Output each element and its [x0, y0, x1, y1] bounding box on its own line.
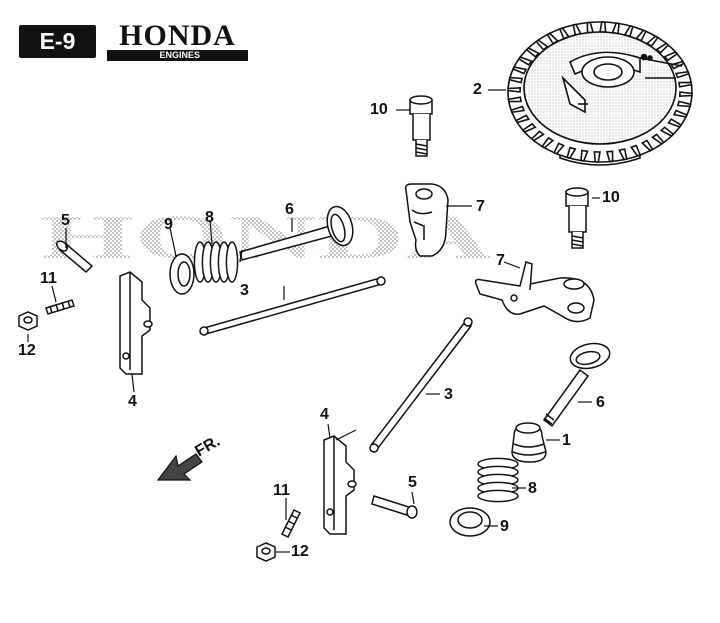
gear-tooth: [676, 100, 692, 108]
section-code-badge: E-9: [19, 25, 96, 58]
gear-tooth: [593, 151, 601, 163]
pivot-pin-lower: [371, 495, 418, 519]
callout-10-upper: 10: [370, 101, 388, 118]
gear-tooth: [618, 148, 628, 161]
gear-tooth: [640, 139, 654, 152]
callout-9-lower: 9: [500, 518, 509, 535]
spring-retainer-lower: [449, 507, 491, 537]
callout-4-upper: 4: [128, 393, 137, 410]
gear-tooth: [552, 142, 566, 155]
gear-tooth: [508, 76, 524, 84]
push-rod-lower: [369, 317, 473, 453]
gear-tooth: [541, 136, 555, 149]
callout-10-right: 10: [602, 189, 620, 206]
callout-11-upper: 11: [40, 270, 57, 287]
callout-11-lower: 11: [273, 482, 290, 499]
gear-tooth: [507, 86, 522, 93]
brand-logo: HONDA ENGINES: [107, 19, 248, 61]
gear-tooth: [675, 70, 690, 79]
spring-coil: [225, 241, 239, 283]
gear-tooth: [659, 126, 675, 137]
callout-6-upper: 6: [285, 201, 294, 218]
bolt-upper: [409, 95, 433, 157]
gear-tooth: [651, 133, 665, 145]
gear-tooth: [507, 96, 522, 103]
gear-tooth: [525, 47, 541, 58]
callout-9-upper: 9: [164, 216, 173, 233]
valve-spring-upper: [193, 241, 239, 283]
gear-tooth: [678, 91, 693, 98]
rocker-plate-lower: [323, 435, 357, 535]
callout-6-lower: 6: [596, 394, 605, 411]
valve-lower: [542, 342, 611, 428]
callout-2: 2: [473, 81, 482, 98]
spring-retainer-upper: [169, 253, 195, 295]
leader-lines: [27, 89, 600, 553]
lock-nut-lower: [256, 542, 276, 562]
callout-1: 1: [562, 432, 571, 449]
gear-tooth: [629, 144, 642, 157]
callout-5-upper: 5: [61, 212, 70, 229]
callout-4-lower: 4: [320, 406, 329, 423]
gear-tooth: [514, 114, 530, 124]
gear-tooth: [517, 56, 533, 66]
callout-5-lower: 5: [408, 474, 417, 491]
valve-spring-lower: [477, 457, 519, 503]
spring-coil: [477, 489, 519, 503]
gear-tooth: [605, 150, 614, 163]
brand-name: HONDA: [119, 19, 236, 52]
callout-3-lower: 3: [444, 386, 453, 403]
callout-12-upper: 12: [18, 342, 36, 359]
gear-tooth: [566, 146, 577, 160]
camshaft-gear: [507, 21, 693, 166]
pivot-pin-upper: [55, 240, 94, 274]
gear-tooth: [655, 42, 670, 54]
callout-12-lower: 12: [291, 543, 309, 560]
callout-3-upper: 3: [240, 282, 249, 299]
valve-upper: [239, 205, 354, 263]
gear-tooth: [580, 149, 589, 162]
valve-stem-cap: [511, 422, 547, 463]
rocker-plate-left: [119, 271, 153, 375]
front-direction-arrow: [156, 453, 203, 481]
gear-tooth: [530, 130, 545, 142]
gear-tooth: [678, 81, 693, 88]
adjusting-screw-upper: [45, 299, 75, 315]
lock-nut-upper: [18, 311, 38, 331]
push-rod-upper: [199, 276, 386, 336]
gear-tooth: [663, 51, 679, 62]
bolt-right: [565, 187, 589, 249]
callout-8-lower: 8: [528, 480, 537, 497]
gear-tooth: [521, 122, 537, 133]
callout-8-upper: 8: [205, 209, 214, 226]
brand-subtitle: ENGINES: [107, 50, 248, 61]
callout-7-lower: 7: [496, 252, 505, 269]
gear-tooth: [667, 118, 683, 128]
gear-tooth: [672, 109, 688, 118]
gear-tooth: [510, 105, 525, 114]
callout-7-upper: 7: [476, 198, 485, 215]
gear-tooth: [599, 21, 607, 33]
rocker-arm-lower: [474, 261, 595, 323]
adjusting-screw-lower: [280, 508, 302, 539]
rocker-arm-upper: [404, 183, 449, 257]
gear-tooth: [512, 66, 528, 75]
